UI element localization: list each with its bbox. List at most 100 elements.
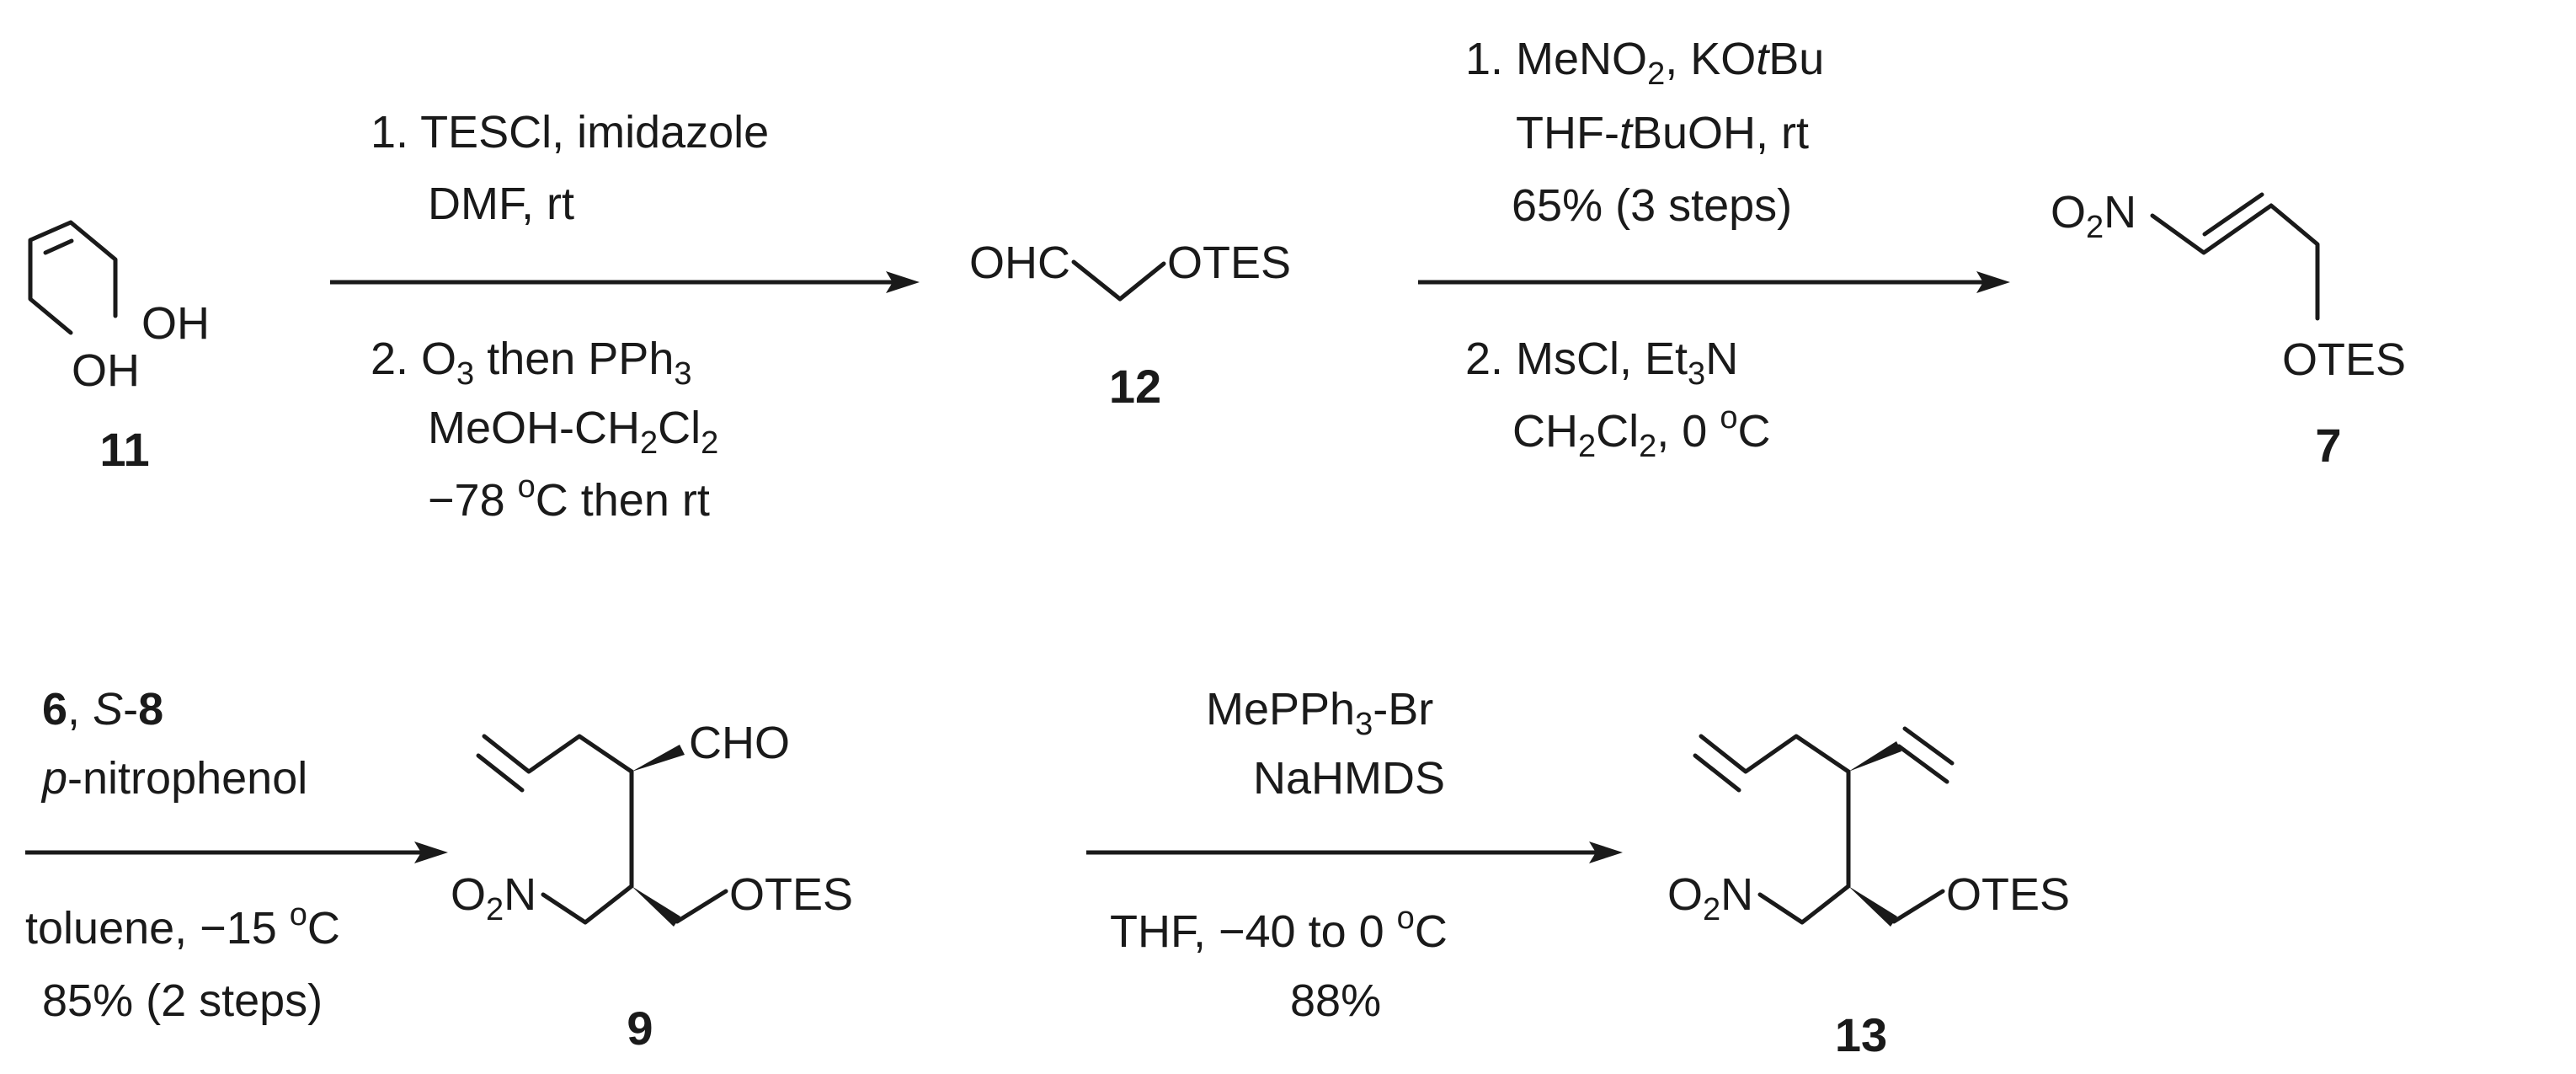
arrow-2-conditions-below-2: CH2Cl2, 0 oC (1512, 400, 1770, 464)
arrow-3-head (414, 842, 448, 863)
arrow-1-conditions-below-1-part-2: then PPh (474, 334, 674, 384)
compound-12-ohc: OHC (969, 238, 1070, 288)
arrow-1-conditions-below-2-part-2: Cl (658, 403, 701, 453)
compound-11-number: 11 (99, 423, 149, 476)
arrow-1-conditions-below-3: −78 oC then rt (428, 469, 710, 526)
compound-13-otes: OTES (1946, 869, 2070, 920)
compound-13-allyl-double-bond (1693, 753, 1741, 793)
arrow-3-conditions-below-1-part-2: C (307, 903, 340, 954)
arrow-2-conditions-below-2-part-5: o (1720, 400, 1737, 435)
compound-7-number: 7 (2315, 419, 2341, 472)
arrow-4-conditions-above-1: MePPh3-Br (1206, 684, 1433, 742)
arrow-1-conditions-below-1-part-3: 3 (674, 356, 691, 392)
arrow-3-conditions-above-1-part-1: , (67, 684, 93, 735)
arrow-1: 1. TESCl, imidazole DMF, rt 2. O3 then P… (330, 107, 920, 526)
arrow-1-conditions-below-2-part-1: 2 (640, 425, 658, 461)
compound-9-ch2-wedge (632, 886, 680, 927)
arrow-2-conditions-below-2-part-0: CH (1512, 406, 1578, 457)
compound-13-ch2-wedge (1848, 886, 1897, 927)
compound-11: OH OH 11 (28, 220, 210, 476)
arrow-3-conditions-above-1-part-3: - (123, 684, 138, 735)
arrow-4-conditions-below-1-part-1: o (1397, 900, 1415, 936)
compound-9-nitromethyl-bonds (541, 884, 634, 925)
arrow-3-conditions-above-2: p-nitrophenol (40, 753, 307, 804)
arrow-2-conditions-above-1: 1. MeNO2, KOtBu (1465, 34, 1824, 92)
arrow-2-conditions-above-2-part-0: THF- (1516, 108, 1619, 158)
compound-9-number: 9 (627, 1002, 653, 1055)
compound-9-allyl-bonds (482, 734, 634, 774)
arrow-2: 1. MeNO2, KOtBu THF-tBuOH, rt 65% (3 ste… (1418, 34, 2010, 464)
compound-12: OHC OTES 12 (969, 238, 1291, 413)
arrow-4-conditions-below-2-part-0: 88% (1290, 975, 1381, 1026)
compound-13-allyl-bonds (1699, 734, 1851, 774)
compound-11-oh-right: OH (141, 298, 210, 349)
compound-9-otes: OTES (729, 869, 853, 920)
compound-12-number: 12 (1109, 360, 1161, 413)
arrow-4-conditions-above-1-part-2: -Br (1373, 684, 1433, 735)
arrow-4-head (1589, 842, 1623, 863)
arrow-3-conditions-below-2-part-0: 85% (2 steps) (42, 975, 323, 1026)
arrow-2-conditions-above-3: 65% (3 steps) (1512, 180, 1792, 231)
arrow-1-conditions-below-1-part-0: 2. O (371, 334, 456, 384)
compound-9-otes-bond (675, 889, 728, 924)
compound-12-bonds (1071, 259, 1166, 302)
arrow-2-conditions-below-2-part-4: , 0 (1656, 406, 1720, 457)
arrow-2-head (1976, 271, 2010, 293)
compound-11-double-bond (43, 238, 74, 255)
arrow-3-conditions-below-1-part-0: toluene, −15 (25, 903, 290, 954)
compound-7-otes: OTES (2282, 334, 2406, 385)
compound-7-no2: O2N (2051, 187, 2136, 245)
arrow-1-conditions-above-2-part-0: DMF, rt (428, 179, 574, 229)
compound-13-vinyl-wedge (1848, 741, 1901, 772)
arrow-1-conditions-below-3-part-2: C then rt (536, 475, 710, 526)
arrow-3-conditions-above-1-part-0: 6 (42, 684, 67, 735)
compound-12-otes: OTES (1167, 238, 1291, 288)
compound-13-number: 13 (1835, 1008, 1887, 1061)
arrow-2-conditions-above-1-part-1: 2 (1647, 56, 1665, 92)
arrow-1-conditions-below-3-part-0: −78 (428, 475, 518, 526)
arrow-1-conditions-below-2-part-3: 2 (701, 425, 718, 461)
arrow-1-conditions-below-1: 2. O3 then PPh3 (371, 334, 692, 392)
compound-13-vinyl-double-bond (1902, 726, 1955, 766)
arrow-4-conditions-below-1-part-2: C (1415, 906, 1448, 957)
arrow-2-conditions-above-2-part-1: t (1619, 108, 1634, 158)
compound-13-no2: O2N (1667, 869, 1753, 927)
arrow-2-conditions-below-2-part-2: Cl (1596, 406, 1639, 457)
arrow-3-conditions-above-2-part-1: -nitrophenol (67, 753, 307, 804)
compound-9-no2: O2N (451, 869, 536, 927)
arrow-4-conditions-above-1-part-1: 3 (1355, 707, 1373, 742)
compound-9-cho-wedge (632, 745, 685, 772)
arrow-3-conditions-below-1: toluene, −15 oC (25, 897, 340, 954)
arrow-3-conditions-above-1: 6, S-8 (42, 684, 163, 735)
arrow-2-conditions-above-2: THF-tBuOH, rt (1516, 108, 1809, 158)
arrow-2-conditions-below-2-part-6: C (1737, 406, 1770, 457)
compound-7-double-bond (2202, 192, 2264, 237)
arrow-2-conditions-below-1-part-0: 2. MsCl, Et (1465, 334, 1688, 384)
arrow-4: MePPh3-Br NaHMDS THF, −40 to 0 oC 88% (1086, 684, 1623, 1026)
compound-7: O2N OTES 7 (2051, 187, 2406, 472)
arrow-1-conditions-below-2: MeOH-CH2Cl2 (428, 403, 718, 461)
compound-9-cho: CHO (689, 718, 790, 768)
arrow-1-conditions-below-3-part-1: o (518, 469, 536, 505)
arrow-2-conditions-below-2-part-1: 2 (1578, 429, 1596, 464)
arrow-2-conditions-below-1: 2. MsCl, Et3N (1465, 334, 1738, 392)
arrow-3-conditions-below-1-part-1: o (290, 897, 307, 932)
compound-13-otes-bond (1891, 889, 1945, 924)
compound-9: CHO O2N OTES 9 (451, 718, 853, 1055)
arrow-3: 6, S-8 p-nitrophenol toluene, −15 oC 85%… (25, 684, 448, 1026)
compound-11-bonds (28, 220, 118, 335)
compound-13: O2N OTES 13 (1667, 726, 2070, 1061)
compound-13-vinyl-bond (1896, 744, 1949, 784)
compound-9-allyl-double-bond (476, 753, 525, 793)
arrow-3-conditions-above-2-part-0: p (40, 753, 67, 804)
arrow-2-conditions-above-3-part-0: 65% (3 steps) (1512, 180, 1792, 231)
arrow-2-conditions-below-1-part-2: N (1705, 334, 1738, 384)
arrow-2-conditions-below-1-part-1: 3 (1688, 356, 1705, 392)
arrow-2-conditions-above-1-part-3: t (1756, 34, 1770, 84)
compound-7-bonds (2150, 203, 2320, 321)
arrow-4-conditions-below-2: 88% (1290, 975, 1381, 1026)
arrow-3-conditions-below-2: 85% (2 steps) (42, 975, 323, 1026)
arrow-1-conditions-below-1-part-1: 3 (456, 356, 474, 392)
arrow-2-conditions-below-2-part-3: 2 (1639, 429, 1656, 464)
